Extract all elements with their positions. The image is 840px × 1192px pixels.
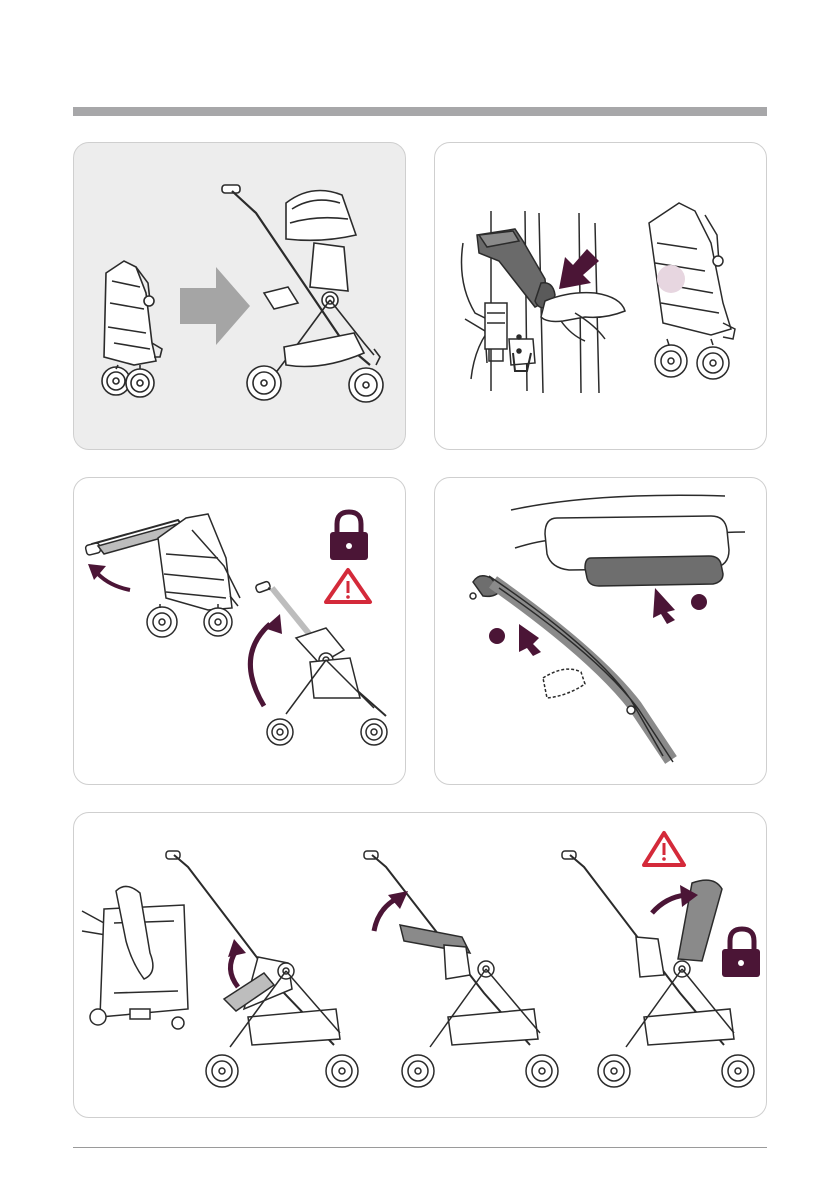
stroller-image	[166, 851, 358, 1087]
folded-stroller-image	[85, 514, 240, 637]
panel-handle-buttons	[434, 477, 767, 785]
curved-arrow-icon	[228, 939, 246, 957]
right-arrow-icon	[180, 267, 250, 345]
folded-stroller-image	[649, 203, 735, 379]
push-arrow-icon	[519, 624, 541, 656]
hand-grip-image	[462, 211, 626, 393]
header-bar	[73, 107, 767, 116]
panel-unfold-overview	[73, 142, 406, 450]
curved-arrow-icon	[250, 624, 270, 706]
panel-grip-release	[434, 142, 767, 450]
warning-icon	[326, 570, 370, 602]
stroller-image	[364, 851, 558, 1087]
lock-icon	[330, 512, 368, 560]
hands-image	[82, 886, 188, 1029]
curved-arrow-icon	[652, 895, 686, 913]
warning-icon	[644, 833, 684, 865]
handle-detail-image	[470, 495, 745, 762]
panel-raise-handlebar	[73, 477, 406, 785]
folded-stroller-image	[102, 261, 162, 397]
footer-rule	[73, 1147, 767, 1148]
bullet-dot-icon	[691, 594, 707, 610]
unfolded-stroller-image	[222, 185, 383, 402]
bullet-dot-icon	[489, 628, 505, 644]
unfolded-stroller-image	[255, 581, 387, 745]
push-arrow-icon	[653, 588, 675, 624]
lock-icon	[722, 929, 760, 977]
panel-lift-seat	[73, 812, 767, 1118]
curved-arrow-icon	[98, 574, 130, 590]
curved-arrow-icon	[230, 951, 238, 987]
curved-arrow-icon	[374, 899, 396, 931]
